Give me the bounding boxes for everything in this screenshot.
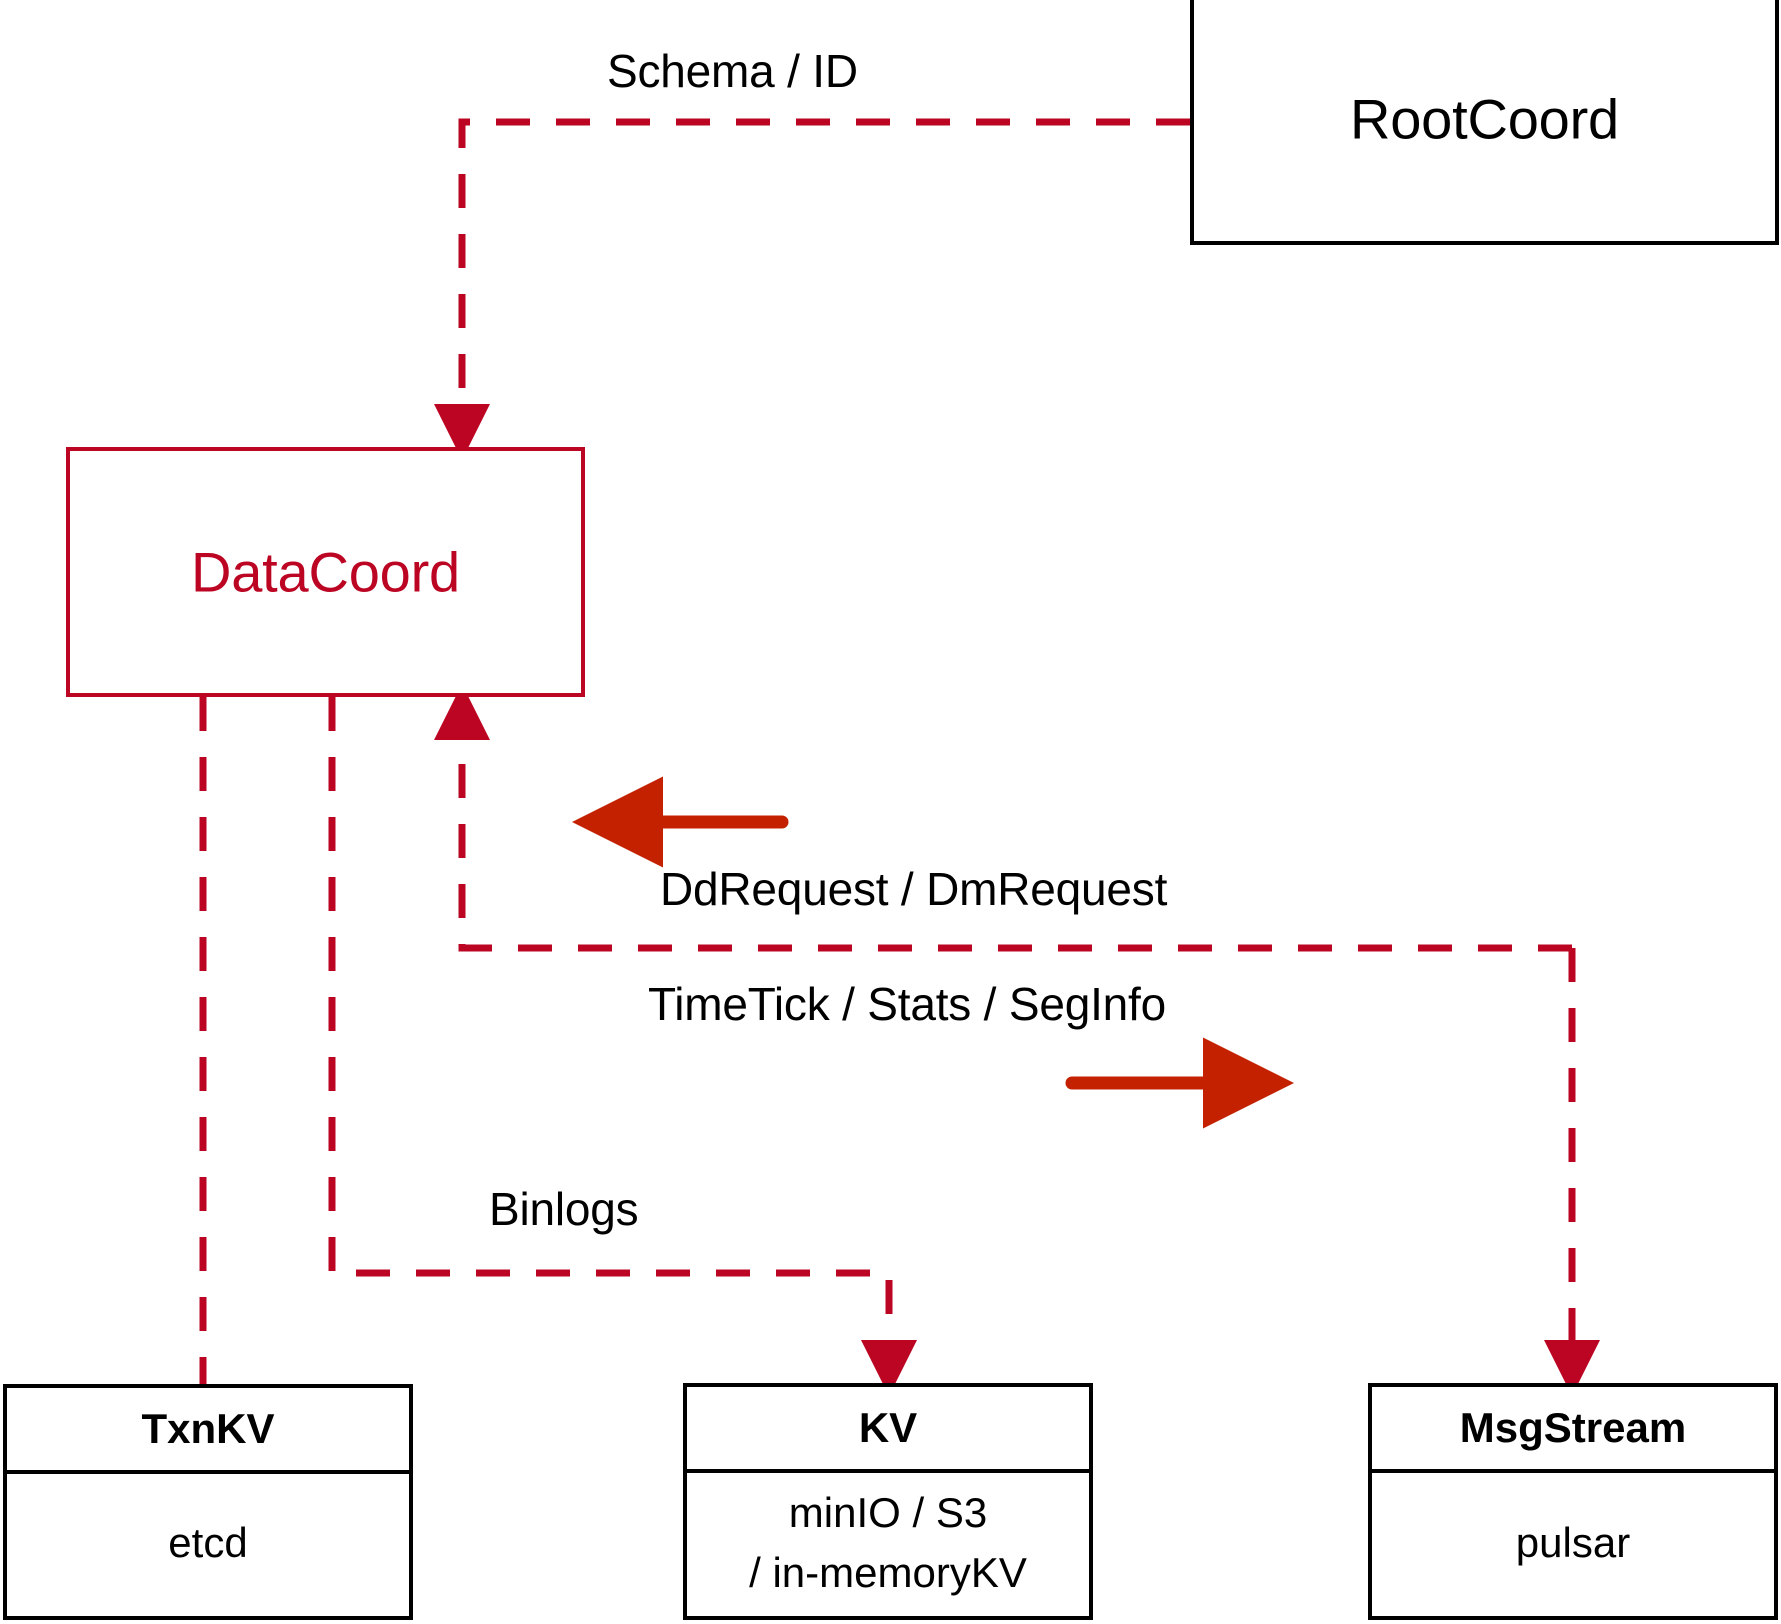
node-datacoord-label: DataCoord xyxy=(190,540,460,604)
node-kv[interactable]: KV minIO / S3 / in-memoryKV xyxy=(683,1383,1093,1620)
edge-label-schema-id: Schema / ID xyxy=(607,45,858,97)
node-txnkv[interactable]: TxnKV etcd xyxy=(3,1384,413,1620)
node-rootcoord[interactable]: RootCoord xyxy=(1190,0,1779,245)
node-kv-body: minIO / S3 / in-memoryKV xyxy=(687,1469,1089,1616)
connector-binlogs xyxy=(328,697,917,1396)
edge-label-timetick-stats-seginfo: TimeTick / Stats / SegInfo xyxy=(648,978,1167,1030)
node-kv-body-line-2: / in-memoryKV xyxy=(749,1548,1027,1596)
node-datacoord[interactable]: DataCoord xyxy=(66,447,585,697)
node-msgstream-body-line-1: pulsar xyxy=(1515,1518,1631,1566)
node-txnkv-body-line-1: etcd xyxy=(168,1519,248,1567)
connector-msgstream-datacoord xyxy=(434,684,1600,1396)
node-msgstream-header: MsgStream xyxy=(1372,1387,1774,1473)
node-kv-header: KV xyxy=(687,1387,1089,1473)
edge-label-binlogs: Binlogs xyxy=(489,1183,639,1235)
node-msgstream-body: pulsar xyxy=(1372,1469,1774,1616)
node-txnkv-body: etcd xyxy=(7,1470,409,1616)
connector-schema-id xyxy=(434,118,1190,460)
edge-label-dd-dm-request: DdRequest / DmRequest xyxy=(660,863,1168,915)
node-rootcoord-label: RootCoord xyxy=(1349,87,1619,150)
node-msgstream[interactable]: MsgStream pulsar xyxy=(1368,1383,1778,1620)
node-txnkv-header: TxnKV xyxy=(7,1388,409,1474)
node-kv-body-line-1: minIO / S3 xyxy=(788,1488,988,1536)
